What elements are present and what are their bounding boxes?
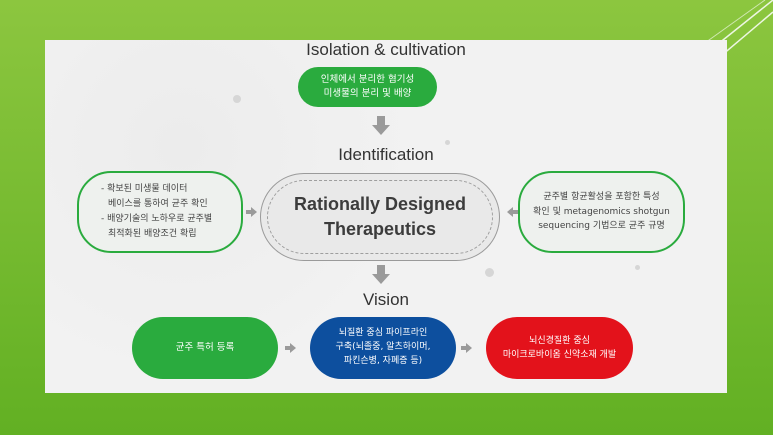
arrow-down-icon — [372, 116, 390, 135]
heading-identification: Identification — [338, 145, 434, 164]
heading-isolation: Isolation & cultivation — [306, 40, 466, 59]
isolation-box-line1: 인체에서 분리한 혐기성 — [320, 74, 415, 86]
vision-blue-line2: 구축(뇌졸중, 알츠하이머, — [335, 342, 431, 353]
left-box-line1: - 확보된 미생물 데이터 — [101, 184, 188, 195]
arrow-right-icon — [461, 343, 472, 353]
decor-dot — [445, 140, 450, 145]
center-box-inner: Rationally Designed Therapeutics — [267, 180, 493, 254]
center-title-line2: Therapeutics — [323, 219, 437, 239]
right-identification-box: 균주별 항균활성을 포함한 특성 확인 및 metagenomics shotg… — [518, 171, 685, 253]
vision-green-text: 균주 특허 등록 — [175, 342, 235, 354]
heading-vision: Vision — [363, 290, 409, 309]
vision-red-line2: 마이크로바이옴 신약소재 개발 — [502, 350, 617, 360]
left-box-line3: - 배양기술의 노하우로 균주별 — [101, 214, 213, 224]
right-box-line2: 확인 및 metagenomics shotgun — [533, 206, 670, 217]
vision-blue-line3: 파킨슨병, 자폐증 등) — [343, 355, 423, 366]
right-box-line1: 균주별 항균활성을 포함한 특성 — [543, 191, 660, 202]
arrow-left-icon — [507, 207, 518, 217]
vision-red-box: 뇌신경질환 중심 마이크로바이옴 신약소재 개발 — [486, 317, 633, 379]
center-box: Rationally Designed Therapeutics — [260, 173, 500, 261]
isolation-box-line2: 미생물의 분리 및 배양 — [323, 88, 412, 99]
isolation-box: 인체에서 분리한 혐기성 미생물의 분리 및 배양 — [298, 67, 437, 107]
center-title-line1: Rationally Designed — [293, 193, 467, 214]
right-box-line3: sequencing 기법으로 균주 규명 — [538, 221, 665, 232]
vision-blue-line1: 뇌질환 중심 파이프라인 — [338, 328, 428, 339]
decor-dot — [233, 95, 241, 103]
decor-dot — [635, 265, 640, 270]
vision-green-box: 균주 특허 등록 — [132, 317, 278, 379]
arrow-down-icon — [372, 265, 390, 284]
left-box-line4: 최적화된 배양조건 확립 — [108, 228, 197, 239]
arrow-right-icon — [285, 343, 296, 353]
left-identification-box: - 확보된 미생물 데이터 베이스를 통하여 균주 확인 - 배양기술의 노하우… — [77, 171, 243, 253]
vision-red-line1: 뇌신경질환 중심 — [529, 335, 590, 346]
slide-panel: Isolation & cultivation 인체에서 분리한 혐기성 미생물… — [45, 40, 727, 393]
decor-dot — [485, 268, 494, 277]
vision-blue-box: 뇌질환 중심 파이프라인 구축(뇌졸중, 알츠하이머, 파킨슨병, 자폐증 등) — [310, 317, 456, 379]
arrow-right-icon — [246, 207, 257, 217]
left-box-line2: 베이스를 통하여 균주 확인 — [108, 199, 208, 210]
